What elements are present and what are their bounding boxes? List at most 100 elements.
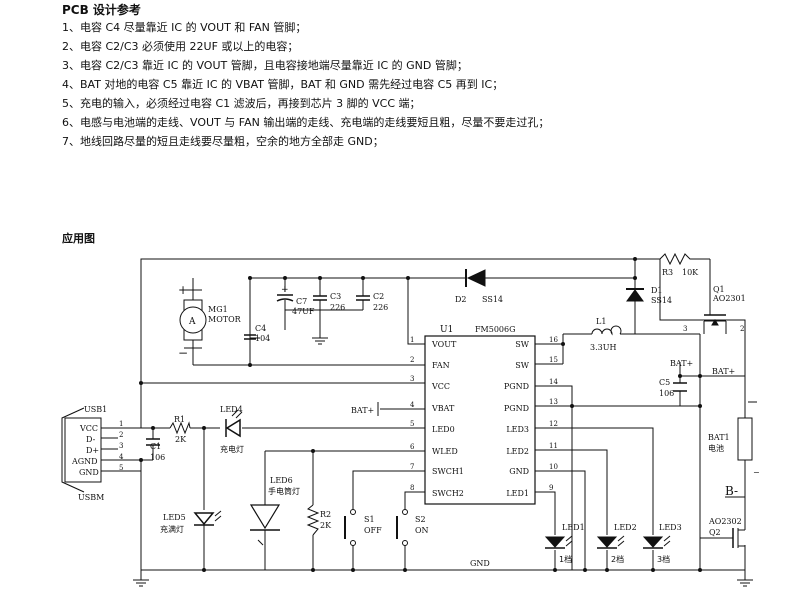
led6-label: 手电筒灯 bbox=[268, 486, 300, 496]
ground-symbol bbox=[133, 575, 149, 587]
ic-pin-name: FAN bbox=[432, 361, 450, 370]
mosfet-q1: Q1 AO2301 3 2 bbox=[683, 259, 746, 334]
q2-ref: Q2 bbox=[709, 528, 721, 537]
usb-pin-num: 3 bbox=[119, 442, 123, 450]
r1-ref: R1 bbox=[174, 415, 185, 424]
r2-ref: R2 bbox=[320, 510, 331, 519]
inductor-l1: L1 3.3UH bbox=[590, 317, 622, 352]
c7-ref: C7 bbox=[296, 297, 307, 306]
switch-s1: S1 OFF bbox=[344, 509, 382, 546]
l1-ref: L1 bbox=[596, 317, 606, 326]
motor-plus: + bbox=[178, 283, 188, 297]
led1-label: 1档 bbox=[559, 554, 572, 564]
motor-name: MOTOR bbox=[208, 315, 242, 324]
battery-bat1: BAT1 电池 − bbox=[708, 401, 760, 477]
usb-pin-name: D+ bbox=[86, 446, 99, 455]
net-label-bat-plus: BAT+ bbox=[712, 367, 735, 376]
c5-ref: C5 bbox=[659, 378, 670, 387]
s1-label: OFF bbox=[364, 526, 382, 535]
note-line-7: 7、地线回路尽量的短且走线要尽量粗，空余的地方全部走 GND； bbox=[62, 135, 384, 148]
q1-pin3: 3 bbox=[683, 325, 687, 333]
s1-ref: S1 bbox=[364, 515, 375, 524]
l1-value: 3.3UH bbox=[590, 343, 616, 352]
motor-mg1: A + − MG1 MOTOR bbox=[178, 283, 242, 360]
design-notes: PCB 设计参考 1、电容 C4 尽量靠近 IC 的 VOUT 和 FAN 管脚… bbox=[62, 3, 782, 151]
ic-pin-num: 5 bbox=[410, 420, 414, 428]
net-label-bat-plus: BAT+ bbox=[351, 406, 374, 415]
usb-part: USBM bbox=[78, 493, 104, 502]
resistor-r2: R2 2K bbox=[306, 504, 332, 536]
c5-value: 106 bbox=[659, 389, 674, 398]
note-line-6: 6、电感与电池端的走线、VOUT 与 FAN 输出端的走线、充电端的走线要短且粗… bbox=[62, 116, 550, 129]
ground-symbol bbox=[737, 575, 753, 587]
ic-pin-num: 11 bbox=[549, 442, 558, 450]
ic-pin-name: LED3 bbox=[506, 425, 529, 434]
c2-value: 226 bbox=[373, 303, 388, 312]
net-label-gnd: GND bbox=[470, 559, 490, 568]
ic-pin-num: 2 bbox=[410, 356, 414, 364]
ic-pin-num: 9 bbox=[549, 484, 553, 492]
diode-d2: D2 SS14 bbox=[455, 269, 503, 304]
net-label-bat-plus-vbat: BAT+ bbox=[351, 402, 379, 416]
ic-pin-name: GND bbox=[509, 467, 529, 476]
c4-value: 104 bbox=[255, 334, 270, 343]
q2-value: AO2302 bbox=[708, 517, 742, 526]
led5-label: 充满灯 bbox=[160, 524, 184, 534]
s2-ref: S2 bbox=[415, 515, 426, 524]
d2-value: SS14 bbox=[482, 295, 503, 304]
d1-ref: D1 bbox=[651, 286, 663, 295]
usb-connector: USB1 USBM VCC D- D+ AGND GND 1 2 3 4 5 bbox=[61, 405, 124, 502]
switch-s2: S2 ON bbox=[396, 509, 429, 546]
capacitor-c3: C3 226 bbox=[313, 292, 345, 312]
schematic-title: 应用图 bbox=[62, 232, 95, 245]
r2-value: 2K bbox=[320, 521, 332, 530]
note-line-4: 4、BAT 对地的电容 C5 靠近 IC 的 VBAT 管脚，BAT 和 GND… bbox=[62, 78, 504, 91]
ic-pin-num: 12 bbox=[549, 420, 558, 428]
usb-pin-num: 4 bbox=[119, 453, 124, 461]
diode-d1: D1 SS14 bbox=[626, 286, 672, 305]
capacitor-c4: C4 104 bbox=[244, 318, 270, 343]
ic-pin-name: LED0 bbox=[432, 425, 455, 434]
net-label-bat-plus: BAT+ bbox=[670, 359, 693, 368]
q1-pin2: 2 bbox=[740, 325, 744, 333]
ic-pin-num: 13 bbox=[549, 398, 558, 406]
led2-ref: LED2 bbox=[614, 523, 637, 532]
c7-plus: + bbox=[281, 285, 289, 295]
ic-pin-name: SWCH2 bbox=[432, 489, 464, 498]
ic-pin-name: SWCH1 bbox=[432, 467, 464, 476]
capacitor-c5: C5 106 bbox=[659, 375, 700, 398]
c1-value: 106 bbox=[150, 453, 165, 462]
ic-pin-num: 15 bbox=[549, 356, 558, 364]
ic-u1: U1 FM5006G VOUT FAN VCC VBAT LED0 WLED S… bbox=[410, 325, 558, 505]
ic-part: FM5006G bbox=[475, 325, 516, 334]
note-line-5: 5、充电的输入，必须经过电容 C1 滤波后，再接到芯片 3 脚的 VCC 端； bbox=[62, 97, 421, 110]
c3-value: 226 bbox=[330, 303, 345, 312]
led-led2: LED2 2档 bbox=[596, 523, 637, 564]
ic-ref: U1 bbox=[440, 325, 453, 335]
ic-pin-num: 8 bbox=[410, 484, 414, 492]
ic-pin-name: LED2 bbox=[506, 447, 529, 456]
usb-pin-name: VCC bbox=[79, 424, 98, 433]
r3-ref: R3 bbox=[662, 268, 673, 277]
ic-pin-num: 16 bbox=[549, 336, 558, 344]
usb-ref: USB1 bbox=[84, 405, 107, 414]
r1-value: 2K bbox=[175, 435, 187, 444]
q1-ref: Q1 bbox=[713, 285, 725, 294]
ic-pin-num: 10 bbox=[549, 463, 558, 471]
ic-pin-name: VCC bbox=[431, 382, 450, 391]
usb-pin-num: 5 bbox=[119, 464, 123, 472]
usb-pin-name: GND bbox=[79, 468, 99, 477]
mosfet-q2: AO2302 Q2 bbox=[700, 517, 745, 548]
capacitor-c2: C2 226 bbox=[356, 292, 388, 312]
note-line-2: 2、电容 C2/C3 必须使用 22UF 或以上的电容； bbox=[62, 40, 299, 53]
c1-ref: C1 bbox=[150, 442, 161, 451]
ic-pin-name: LED1 bbox=[506, 489, 529, 498]
led-led5: LED5 充满灯 bbox=[160, 510, 222, 534]
c2-ref: C2 bbox=[373, 292, 384, 301]
usb-pin-num: 1 bbox=[119, 420, 123, 428]
motor-minus: − bbox=[178, 346, 188, 360]
capacitor-c1: C1 106 bbox=[146, 438, 165, 462]
led-led1: LED1 1档 bbox=[544, 523, 585, 564]
resistor-r1: R1 2K bbox=[169, 415, 191, 444]
ic-pin-num: 6 bbox=[410, 443, 415, 451]
